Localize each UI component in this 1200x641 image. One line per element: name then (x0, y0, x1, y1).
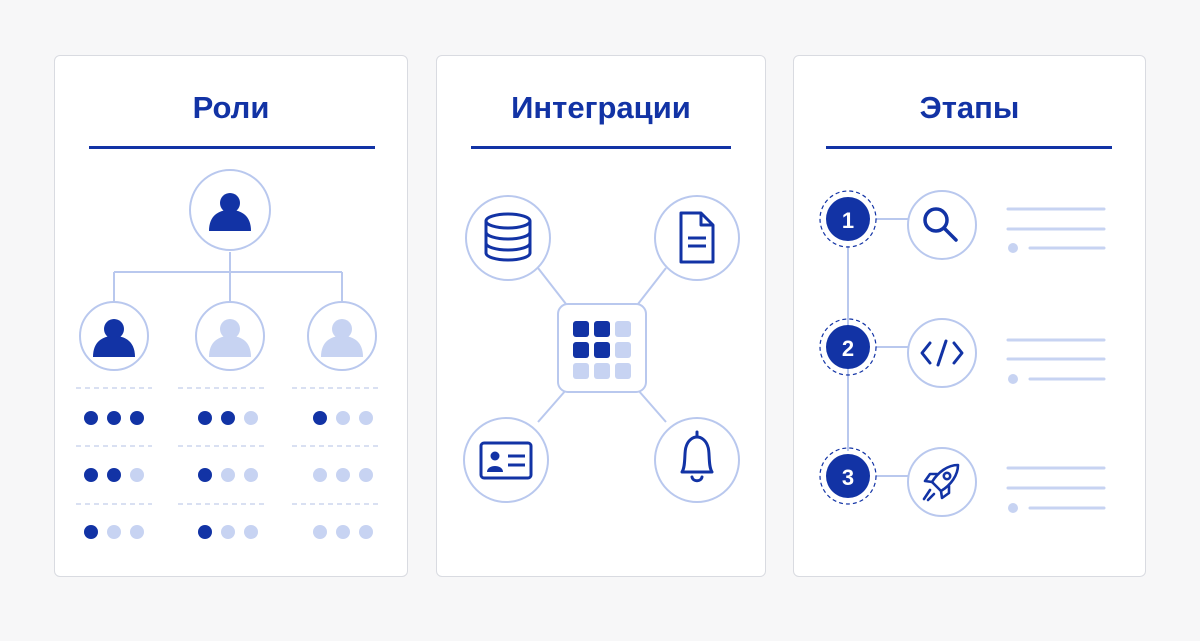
integration-hub (557, 303, 647, 393)
permission-dot (221, 525, 235, 539)
permission-dot (130, 468, 144, 482)
stage-icon-node-3 (907, 447, 977, 517)
integration-node-document (654, 195, 740, 281)
step-connectors (876, 218, 908, 477)
integrations-title: Интеграции (511, 90, 691, 125)
stage-step-3: 3 (819, 447, 877, 505)
integration-connectors (537, 267, 667, 423)
permission-dot (198, 468, 212, 482)
document-icon (679, 211, 715, 264)
permission-dot (244, 411, 258, 425)
permission-dot (336, 411, 350, 425)
permission-dot (359, 411, 373, 425)
permission-dot (84, 525, 98, 539)
app-grid-icon (573, 321, 631, 379)
roles-title: Роли (192, 90, 270, 125)
step-number: 1 (842, 208, 854, 233)
permission-dot (336, 525, 350, 539)
step-1-text-placeholder (1006, 207, 1106, 253)
permission-dot (107, 468, 121, 482)
integrations-title-underline (471, 146, 731, 149)
database-icon (484, 212, 532, 262)
role-node-3 (307, 301, 377, 371)
integrations-diagram (463, 195, 740, 503)
permission-dot (244, 468, 258, 482)
app-grid-tile (615, 342, 631, 358)
roles-hierarchy (76, 169, 380, 539)
permission-dot (107, 525, 121, 539)
permission-dot (84, 411, 98, 425)
top-role-node (189, 169, 271, 251)
app-grid-tile (594, 363, 610, 379)
permission-dividers (76, 387, 380, 505)
permission-dot (313, 525, 327, 539)
code-icon (920, 339, 964, 367)
permission-dot (359, 468, 373, 482)
app-grid-tile (573, 342, 589, 358)
contact-card-icon (479, 441, 533, 480)
step-number: 3 (842, 465, 854, 490)
stage-icon-node-2 (907, 318, 977, 388)
stages-title-underline (826, 146, 1112, 149)
step-2-text-placeholder (1006, 338, 1106, 384)
permission-dot (198, 411, 212, 425)
permission-dot (313, 468, 327, 482)
role-node-1 (79, 301, 149, 371)
step-number: 2 (842, 336, 854, 361)
app-grid-tile (594, 321, 610, 337)
permission-dot (336, 468, 350, 482)
app-grid-tile (615, 363, 631, 379)
rocket-icon (922, 463, 960, 502)
bell-icon (680, 430, 714, 483)
roles-title-underline (89, 146, 375, 149)
app-grid-tile (573, 363, 589, 379)
stage-icon-node-1 (907, 190, 977, 260)
app-grid-tile (594, 342, 610, 358)
permission-dot (359, 525, 373, 539)
permission-dot (107, 411, 121, 425)
permission-dot-matrix (84, 411, 373, 539)
permission-dot (130, 525, 144, 539)
permission-dot (313, 411, 327, 425)
permission-dot (221, 468, 235, 482)
step-3-text-placeholder (1006, 466, 1106, 513)
integration-node-database (465, 195, 551, 281)
app-grid-tile (615, 321, 631, 337)
stages-timeline: 1 2 3 (819, 190, 1106, 517)
permission-dot (244, 525, 258, 539)
stage-step-1: 1 (819, 190, 877, 248)
roles-connectors (113, 252, 343, 302)
permission-dot (130, 411, 144, 425)
app-grid-tile (573, 321, 589, 337)
search-icon (923, 207, 958, 242)
permission-dot (221, 411, 235, 425)
permission-dot (198, 525, 212, 539)
stages-title: Этапы (919, 90, 1020, 125)
role-node-2 (195, 301, 265, 371)
stage-step-2: 2 (819, 318, 877, 376)
integration-node-bell (654, 417, 740, 503)
permission-dot (84, 468, 98, 482)
integration-node-contact-card (463, 417, 549, 503)
